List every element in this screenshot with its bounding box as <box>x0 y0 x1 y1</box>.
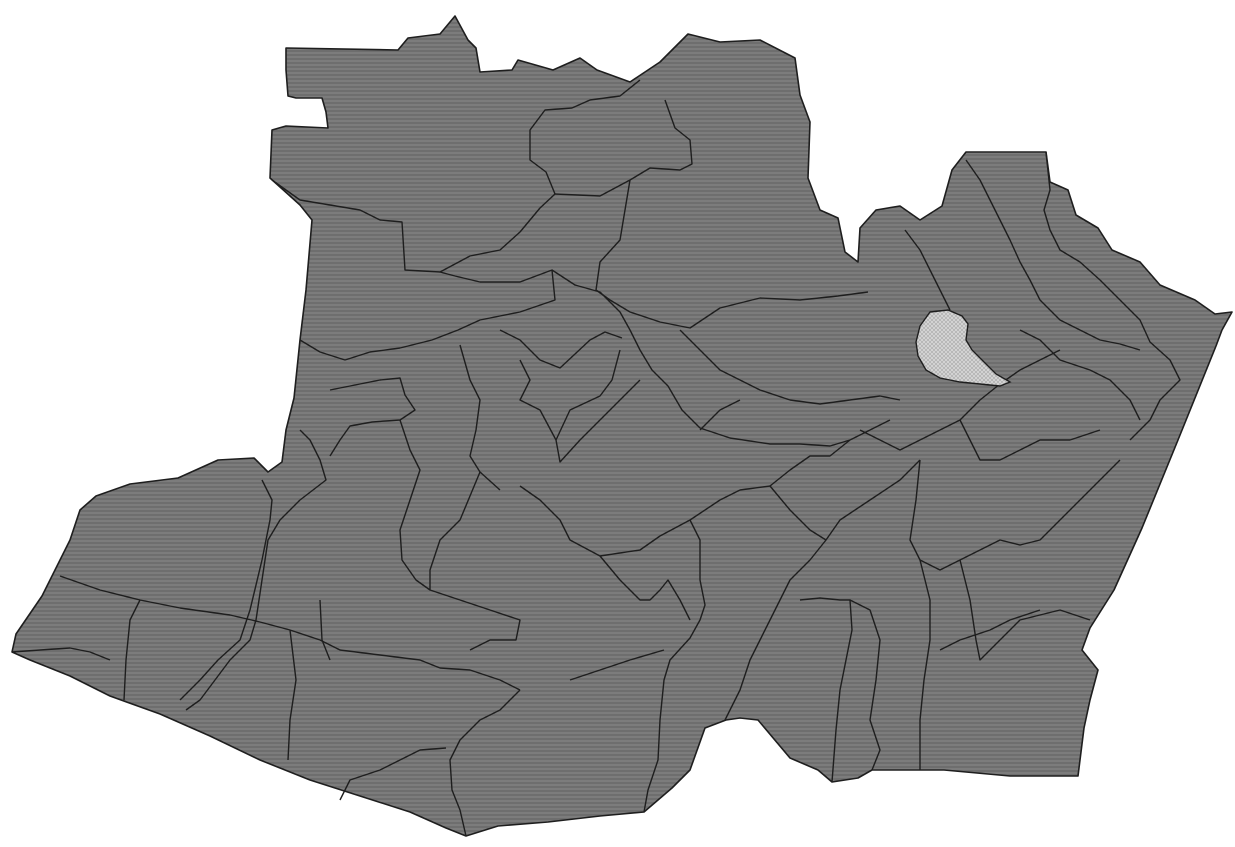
boundary-line <box>319 599 331 661</box>
state-outline <box>11 15 1233 837</box>
boundary-line <box>271 179 556 273</box>
boundary-line <box>339 747 447 801</box>
boundary-line <box>919 559 931 770</box>
boundary-line <box>179 479 273 701</box>
boundary-line <box>299 269 556 361</box>
boundary-line <box>123 599 141 701</box>
boundary-line <box>529 79 641 195</box>
boundary-line <box>59 575 521 691</box>
boundary-line <box>595 179 869 329</box>
boundary-line <box>959 559 1091 661</box>
boundary-line <box>769 439 851 487</box>
boundary-line <box>769 459 921 541</box>
boundary-line <box>551 269 891 447</box>
boundary-line <box>799 597 853 783</box>
boundary-line <box>555 349 621 441</box>
boundary-line <box>965 159 1141 351</box>
boundary-line <box>699 399 741 431</box>
boundary-line <box>1019 329 1141 421</box>
municipal-boundaries <box>11 79 1181 837</box>
boundary-line <box>329 377 416 457</box>
boundary-line <box>1043 151 1181 441</box>
boundary-line <box>679 329 901 405</box>
highlighted-municipality <box>915 309 1012 387</box>
boundary-line <box>959 419 1101 461</box>
boundary-line <box>519 485 771 557</box>
boundary-line <box>904 229 951 311</box>
boundary-line <box>724 539 827 721</box>
boundary-line <box>554 99 693 197</box>
boundary-line <box>399 419 431 591</box>
boundary-line <box>599 555 691 621</box>
boundary-line <box>849 599 881 771</box>
boundary-line <box>569 649 665 681</box>
boundary-line <box>11 647 111 661</box>
boundary-line <box>643 519 706 813</box>
boundary-line <box>429 471 521 651</box>
boundary-line <box>449 689 521 837</box>
boundary-line <box>287 629 297 761</box>
boundary-line <box>519 359 641 463</box>
boundary-line <box>939 609 1041 651</box>
boundary-line <box>185 429 327 711</box>
boundary-line <box>909 459 1121 571</box>
boundary-line <box>499 329 623 369</box>
